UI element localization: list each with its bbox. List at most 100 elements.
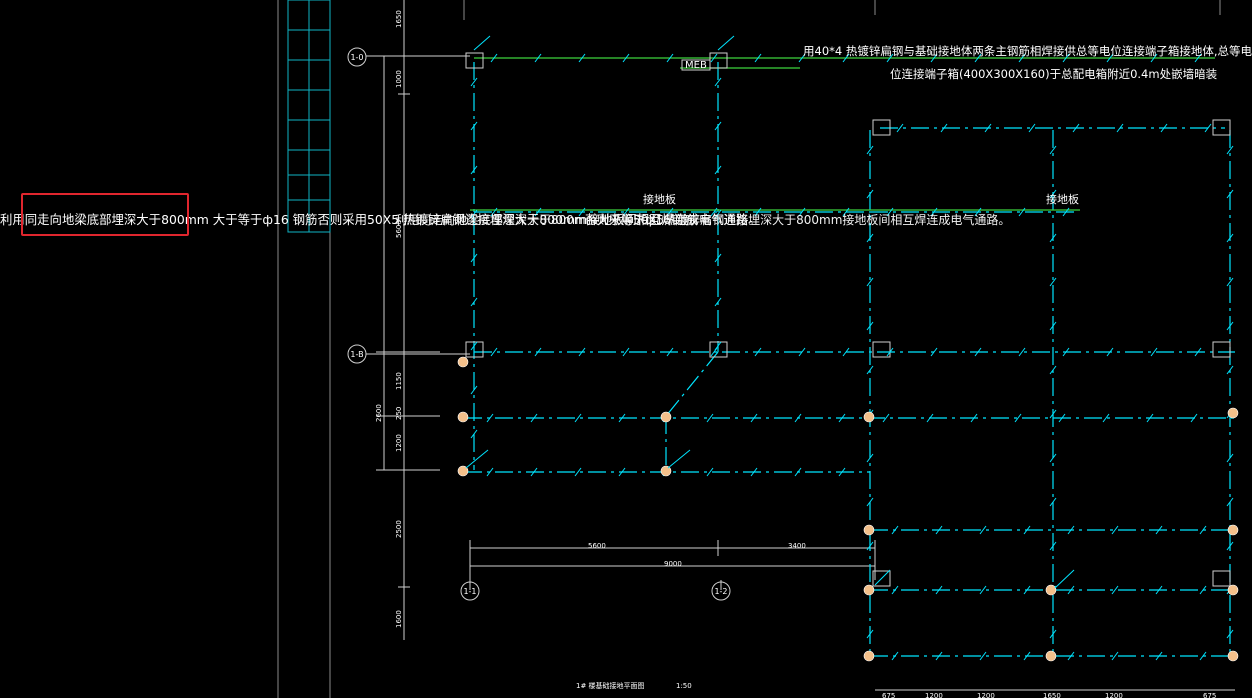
- grid-tick: [866, 497, 874, 507]
- grid-tick: [1160, 123, 1168, 133]
- grid-tick: [618, 413, 626, 423]
- axis-label-1-b: 1-B: [350, 350, 363, 359]
- bottom-dim-675a: 675: [882, 692, 895, 698]
- grid-tick: [1023, 651, 1031, 661]
- grid-tick: [622, 53, 630, 63]
- grid-tick: [891, 651, 899, 661]
- grid-tick: [1204, 123, 1212, 133]
- vdim-1200: 1200: [395, 434, 403, 452]
- grid-tick: [979, 585, 987, 595]
- grid-tick: [534, 53, 542, 63]
- bottom-dim-1200a: 1200: [925, 692, 943, 698]
- axis-label-1-0: 1-0: [350, 53, 363, 62]
- grid-tick: [940, 123, 948, 133]
- pile-point: [457, 411, 469, 423]
- grid-ticks: [470, 53, 1234, 661]
- grid-tick: [470, 385, 478, 395]
- grid-tick: [574, 413, 582, 423]
- grid-tick: [1111, 525, 1119, 535]
- grid-tick: [891, 525, 899, 535]
- grid-tick: [714, 209, 722, 219]
- grid-tick: [714, 165, 722, 175]
- grid-tick: [866, 233, 874, 243]
- axis-lines: [366, 55, 722, 590]
- grid-tick: [1049, 541, 1057, 551]
- left-frame-lines: [277, 0, 1221, 698]
- grid-tick: [1150, 347, 1158, 357]
- grid-tick: [534, 207, 542, 217]
- grid-tick: [490, 207, 498, 217]
- grid-tick: [1111, 585, 1119, 595]
- grid-tick: [926, 413, 934, 423]
- grid-tick: [470, 429, 478, 439]
- pile-point: [1227, 650, 1239, 662]
- grid-tick: [974, 207, 982, 217]
- grid-tick: [706, 413, 714, 423]
- plan-title: 1# 楼基础接地平面图: [576, 681, 645, 690]
- grid-tick: [714, 121, 722, 131]
- pile-point: [1045, 584, 1057, 596]
- grid-tick: [470, 253, 478, 263]
- grid-tick: [794, 467, 802, 477]
- grid-tick: [866, 365, 874, 375]
- ground-main-line: [470, 57, 1215, 211]
- axis-bubble-1-b: 1-B: [347, 344, 367, 364]
- grid-tick: [974, 53, 982, 63]
- grid-tick: [842, 347, 850, 357]
- grid-tick: [1023, 525, 1031, 535]
- grid-tick: [1226, 189, 1234, 199]
- grid-tick: [622, 207, 630, 217]
- vdim-1600: 1600: [395, 610, 403, 628]
- grid-tick: [1018, 347, 1026, 357]
- grid-tick: [1102, 413, 1110, 423]
- note-text-overlap-2: 否则采用50X5热镀锌扁钢连接埋深大于800mm接地板间相互焊连成电气通路。: [585, 213, 1011, 227]
- grid-tick: [578, 207, 586, 217]
- grid-tick: [1067, 525, 1075, 535]
- grid-tick: [838, 467, 846, 477]
- grid-tick: [866, 541, 874, 551]
- grid-tick: [1062, 207, 1070, 217]
- pile-point: [1227, 584, 1239, 596]
- grid-tick: [490, 347, 498, 357]
- vdim-1000: 1000: [395, 70, 403, 88]
- grid-tick: [1194, 347, 1202, 357]
- grid-tick: [1150, 53, 1158, 63]
- grid-tick: [1199, 525, 1207, 535]
- grid-tick: [794, 413, 802, 423]
- grid-tick: [1018, 53, 1026, 63]
- grid-tick: [1062, 347, 1070, 357]
- grid-tick: [574, 467, 582, 477]
- grid-tick: [1049, 145, 1057, 155]
- plan-scale: 1:50: [676, 682, 692, 690]
- bottom-dim-1200b: 1200: [977, 692, 995, 698]
- vdim-2600: 2600: [375, 404, 383, 422]
- grid-tick: [930, 53, 938, 63]
- grid-tick: [838, 413, 846, 423]
- grid-tick: [979, 525, 987, 535]
- grid-tick: [1106, 53, 1114, 63]
- pile-point: [863, 650, 875, 662]
- bottom-dim-1200c: 1200: [1105, 692, 1123, 698]
- grid-tick: [974, 347, 982, 357]
- grid-tick: [578, 347, 586, 357]
- grid-tick: [486, 467, 494, 477]
- vdim-1150: 1150: [395, 372, 403, 390]
- grid-tick: [886, 53, 894, 63]
- grid-tick: [1155, 651, 1163, 661]
- grid-tick: [470, 121, 478, 131]
- grid-tick: [666, 53, 674, 63]
- grid-tick: [1226, 629, 1234, 639]
- grid-tick: [1116, 123, 1124, 133]
- pile-point: [1227, 407, 1239, 419]
- grid-tick: [1111, 651, 1119, 661]
- grid-tick: [710, 207, 718, 217]
- grid-tick: [490, 53, 498, 63]
- axis-label-1-1: 1-1: [463, 587, 476, 596]
- grid-tick: [1067, 651, 1075, 661]
- grid-tick: [470, 209, 478, 219]
- grid-tick: [470, 341, 478, 351]
- legend-table: [287, 0, 331, 233]
- grid-tick: [1226, 233, 1234, 243]
- grid-tick: [1226, 277, 1234, 287]
